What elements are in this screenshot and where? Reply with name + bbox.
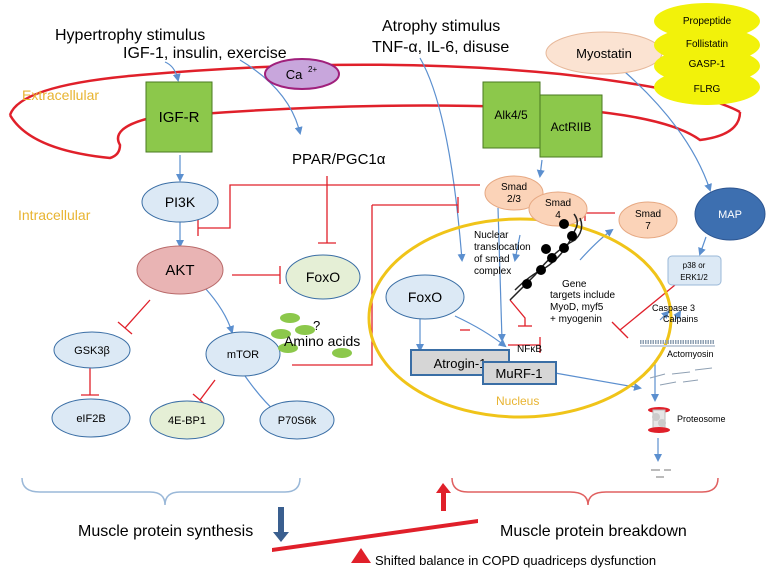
- inhibitor-follistatin: Follistatin: [686, 39, 728, 50]
- svg-text:MAP: MAP: [718, 209, 742, 221]
- actomyosin-fiber: [640, 340, 715, 347]
- inhibition-lines: [81, 44, 676, 407]
- svg-text:p38 or: p38 or: [683, 261, 706, 270]
- cell-membrane: [8, 63, 742, 160]
- svg-text:MuRF-1: MuRF-1: [496, 366, 543, 381]
- nuclear-translocation-text: Nuclear translocation of smad complex: [474, 230, 531, 277]
- svg-text:Nuclear: Nuclear: [474, 230, 509, 241]
- igf-receptor[interactable]: IGF-R: [145, 81, 213, 153]
- svg-text:eIF2B: eIF2B: [76, 413, 105, 425]
- svg-text:Smad: Smad: [545, 198, 571, 209]
- foxo-nucleus-node[interactable]: FoxO: [385, 274, 465, 320]
- gene-targets-text: Gene targets include MyoD, myf5 + myogen…: [550, 279, 615, 325]
- synthesis-down-arrow: [273, 507, 289, 542]
- breakdown-bracket: [451, 477, 719, 506]
- calcium-charge: 2+: [308, 65, 317, 74]
- svg-text:PI3K: PI3K: [165, 194, 196, 210]
- p70s6k-node[interactable]: P70S6k: [259, 400, 335, 440]
- activation-arrows: [164, 57, 712, 462]
- svg-text:targets include: targets include: [550, 290, 615, 301]
- 4ebp1-node[interactable]: 4E-BP1: [149, 400, 225, 440]
- actomyosin-label: Actomyosin: [667, 349, 714, 359]
- svg-text:MyoD, myf5: MyoD, myf5: [550, 302, 604, 313]
- svg-text:4E-BP1: 4E-BP1: [168, 415, 206, 427]
- igfr-label: IGF-R: [159, 109, 200, 126]
- nucleus-boundary: [367, 217, 673, 419]
- ppar-pgc1a-label: PPAR/PGC1α: [292, 151, 386, 168]
- atrophy-stimulus-agents: TNF-α, IL-6, disuse: [372, 39, 509, 56]
- alk-label: Alk4/5: [494, 108, 528, 122]
- actriib-receptor[interactable]: ActRIIB: [539, 94, 603, 158]
- pi3k-node[interactable]: PI3K: [141, 181, 219, 223]
- nucleus-label: Nucleus: [496, 394, 539, 408]
- svg-text:4: 4: [555, 210, 561, 221]
- svg-text:of smad: of smad: [474, 254, 510, 265]
- svg-text:+ myogenin: + myogenin: [550, 314, 602, 325]
- calcium-ion[interactable]: Ca 2+: [264, 58, 340, 90]
- breakdown-label: Muscle protein breakdown: [500, 523, 687, 540]
- eif2b-node[interactable]: eIF2B: [51, 398, 131, 438]
- svg-text:AKT: AKT: [165, 262, 194, 279]
- amino-acid-question-mark: ?: [313, 318, 320, 333]
- p38-erk-box[interactable]: p38 or ERK1/2: [667, 255, 722, 286]
- svg-text:mTOR: mTOR: [227, 349, 259, 361]
- alk-receptor[interactable]: Alk4/5: [482, 81, 541, 149]
- myostatin-node[interactable]: Myostatin: [545, 31, 663, 75]
- protein-fragments: [649, 367, 713, 386]
- foxo-cytoplasm-node[interactable]: FoxO: [285, 254, 361, 300]
- smad4-node[interactable]: Smad 4: [528, 191, 588, 227]
- svg-text:2/3: 2/3: [507, 194, 521, 205]
- svg-text:Atrogin-1: Atrogin-1: [434, 356, 487, 371]
- inhibitor-flrg: FLRG: [694, 84, 721, 95]
- nfkb-label: NFκB: [517, 344, 542, 355]
- svg-text:Smad: Smad: [501, 182, 527, 193]
- svg-text:P70S6k: P70S6k: [278, 415, 317, 427]
- hypertrophy-stimulus-agents: IGF-1, insulin, exercise: [123, 45, 287, 62]
- amino-acids-label: Amino acids: [284, 333, 360, 349]
- svg-text:Smad: Smad: [635, 209, 661, 220]
- atrophy-stimulus-title: Atrophy stimulus: [382, 18, 500, 35]
- balance-caption: Shifted balance in COPD quadriceps dysfu…: [375, 553, 656, 568]
- myostatin-inhibitors: Propeptide Follistatin GASP-1 FLRG: [654, 3, 760, 105]
- dna-helix: [509, 213, 583, 301]
- smad23-node[interactable]: Smad 2/3: [484, 175, 544, 211]
- svg-text:FoxO: FoxO: [306, 269, 340, 285]
- svg-text:Gene: Gene: [562, 279, 587, 290]
- smad7-node[interactable]: Smad 7: [618, 201, 678, 239]
- svg-text:FoxO: FoxO: [408, 289, 442, 305]
- akt-node[interactable]: AKT: [136, 245, 224, 295]
- murf-1-box[interactable]: MuRF-1: [482, 361, 557, 385]
- synthesis-label: Muscle protein synthesis: [78, 523, 253, 540]
- calcium-label: Ca: [286, 67, 303, 82]
- svg-text:GSK3β: GSK3β: [74, 345, 110, 357]
- fulcrum-triangle: [351, 548, 371, 563]
- actriib-label: ActRIIB: [551, 120, 592, 134]
- intracellular-label: Intracellular: [18, 207, 91, 223]
- map-node[interactable]: MAP: [694, 187, 766, 241]
- svg-text:complex: complex: [474, 266, 511, 277]
- calpains-label: Calpains: [663, 314, 699, 324]
- myostatin-label: Myostatin: [576, 46, 632, 61]
- mtor-node[interactable]: mTOR: [205, 331, 281, 377]
- svg-text:translocation: translocation: [474, 242, 531, 253]
- caspase-label: Caspase 3: [652, 303, 695, 313]
- peptide-dashes: [651, 469, 671, 478]
- proteosome-label: Proteosome: [677, 414, 726, 424]
- inhibitor-gasp1: GASP-1: [689, 59, 726, 70]
- svg-text:ERK1/2: ERK1/2: [680, 273, 708, 282]
- proteosome: [648, 407, 670, 433]
- balance-beam: [272, 519, 478, 563]
- hypertrophy-stimulus-title: Hypertrophy stimulus: [55, 27, 205, 44]
- inhibitor-propeptide: Propeptide: [683, 16, 732, 27]
- gsk3b-node[interactable]: GSK3β: [53, 331, 131, 369]
- svg-text:7: 7: [645, 221, 651, 232]
- extracellular-label: Extracellular: [22, 87, 99, 103]
- breakdown-up-arrow: [436, 483, 451, 511]
- amino-acid-dots: [271, 313, 352, 358]
- synthesis-bracket: [21, 477, 301, 506]
